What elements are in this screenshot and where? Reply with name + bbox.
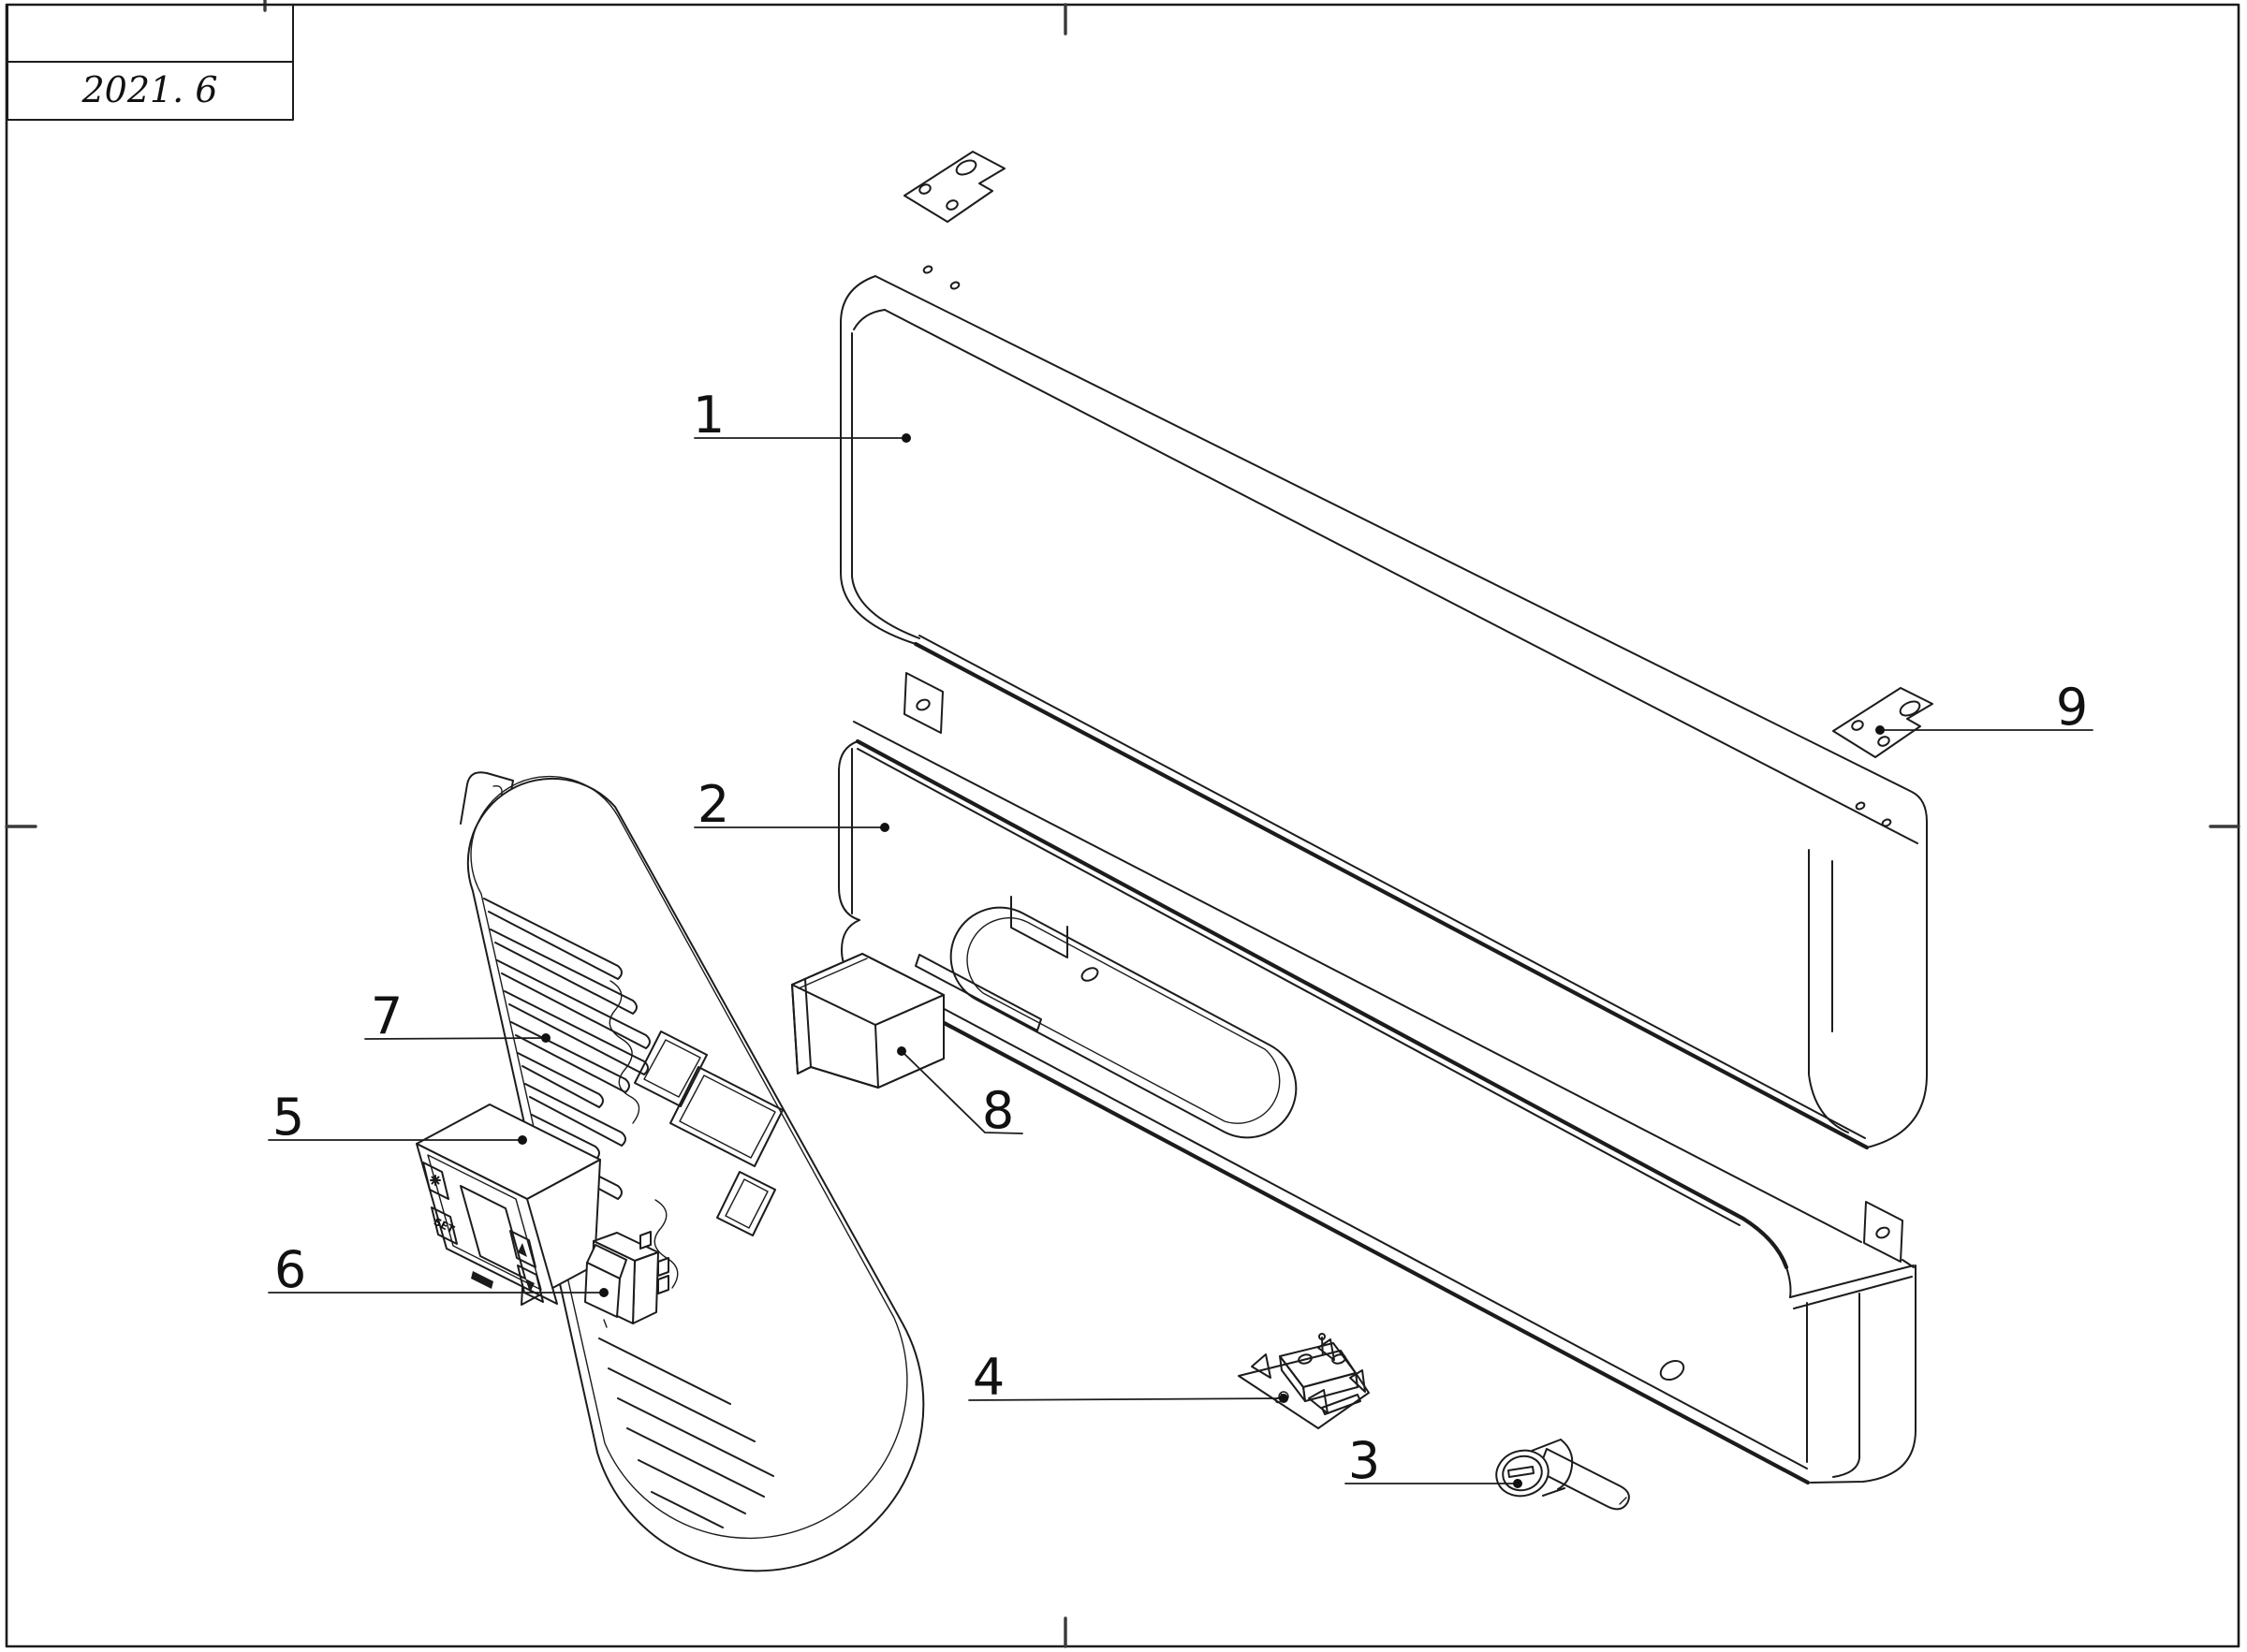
switch-terminal — [657, 1275, 669, 1294]
leader-dot-2 — [880, 823, 889, 832]
grille-rib-wave — [609, 980, 640, 1124]
callout-mounting-plate: 9 — [1875, 678, 2093, 737]
part-lower-frame — [838, 672, 1917, 1485]
grille-windows — [634, 1031, 784, 1236]
lock-cam-arm — [1537, 1448, 1630, 1511]
clip — [1349, 1369, 1366, 1393]
leader-dot-5 — [518, 1135, 527, 1145]
callout-temperature-controller: 5 — [268, 1088, 527, 1147]
plate-slot-hole — [955, 159, 977, 176]
part-number-4: 4 — [973, 1348, 1005, 1407]
part-mounting-plate-top — [903, 151, 1006, 223]
part-number-6: 6 — [274, 1240, 306, 1299]
plate-slot-hole — [1899, 700, 1921, 717]
grille-tab — [460, 771, 514, 825]
title-block: 2021. 6 — [7, 4, 294, 121]
clip — [1317, 1338, 1335, 1361]
callout-layer: 1 2 3 4 5 6 7 8 9 — [268, 386, 2093, 1490]
callout-lamp-base: 4 — [968, 1348, 1288, 1407]
part-number-1: 1 — [693, 386, 725, 445]
up-arrow-icon — [518, 1243, 527, 1257]
leader-dot-7 — [541, 1033, 551, 1043]
part-cam-lock — [1495, 1439, 1630, 1511]
part-mounting-plate-right — [1832, 687, 1933, 758]
border-frame — [5, 0, 2240, 1648]
switch-terminal — [639, 1231, 652, 1250]
drawing-date: 2021. 6 — [81, 69, 217, 110]
part-number-5: 5 — [272, 1088, 304, 1147]
leader-dot-1 — [902, 433, 911, 443]
defrost-button — [422, 1162, 449, 1200]
grille-slats-upper — [483, 898, 651, 1200]
part-number-8: 8 — [982, 1081, 1014, 1140]
down-arrow-icon — [525, 1279, 535, 1293]
part-number-2: 2 — [698, 775, 729, 834]
leader-dot-6 — [599, 1288, 609, 1297]
part-number-9: 9 — [2056, 678, 2088, 737]
callout-lower-frame: 2 — [694, 775, 889, 834]
leader-dot-8 — [897, 1046, 906, 1056]
part-channel-bracket — [791, 953, 945, 1089]
clip — [1251, 1353, 1271, 1379]
set-button — [431, 1206, 458, 1245]
part-lamp-base — [1238, 1333, 1370, 1429]
title-block-date-cell — [7, 61, 294, 121]
callout-vent-grille: 7 — [364, 987, 551, 1045]
callout-front-panel: 1 — [693, 386, 911, 445]
leader-line-4 — [968, 1397, 1285, 1401]
part-rocker-switch — [584, 1231, 669, 1328]
title-block-top-cell — [7, 4, 294, 63]
switch-terminal — [657, 1257, 669, 1277]
down-button — [517, 1265, 544, 1303]
leader-line-8 — [901, 1050, 1023, 1134]
part-number-3: 3 — [1348, 1431, 1380, 1490]
frame-left-tab — [903, 672, 944, 734]
part-temperature-controller: SET — [416, 1104, 601, 1306]
grille-slats-lower — [598, 1338, 774, 1528]
callout-channel-bracket: 8 — [897, 1046, 1023, 1140]
part-number-7: 7 — [371, 987, 403, 1045]
callout-cam-lock: 3 — [1344, 1431, 1522, 1490]
brand-logo — [471, 1271, 493, 1289]
clip — [1308, 1389, 1329, 1414]
keyhole — [1507, 1466, 1535, 1478]
leader-line-7 — [364, 1037, 547, 1040]
leader-dot-9 — [1875, 725, 1885, 735]
up-button — [509, 1230, 536, 1268]
frame-right-tab — [1863, 1201, 1903, 1263]
callout-rocker-switch: 6 — [268, 1240, 609, 1299]
defrost-icon — [430, 1175, 441, 1186]
leader-dot-4 — [1279, 1394, 1288, 1403]
leader-dot-3 — [1513, 1479, 1522, 1488]
frame-grille-cutout — [949, 906, 1298, 1139]
part-front-panel — [840, 265, 1928, 1150]
part-vent-grille — [460, 771, 925, 1572]
